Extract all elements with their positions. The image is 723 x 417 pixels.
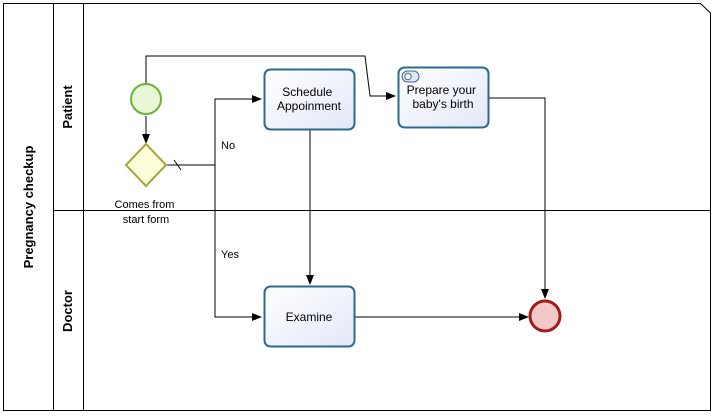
user-task-icon	[401, 70, 420, 83]
flow-start-to-prepare[interactable]	[145, 55, 396, 100]
start-event[interactable]	[130, 83, 162, 115]
task-examine[interactable]: Examine	[263, 285, 356, 348]
pool-border	[3, 3, 711, 411]
pool-label: Pregnancy checkup	[21, 146, 36, 269]
gateway-label: Comes from start form	[115, 199, 178, 226]
task-prepare-birth[interactable]: Prepare your baby's birth	[397, 66, 490, 129]
end-event[interactable]	[528, 299, 562, 333]
lane-label-doctor: Doctor	[60, 290, 75, 332]
task-schedule-label: Schedule Appoinment	[277, 85, 342, 113]
exclusive-gateway[interactable]	[124, 142, 168, 188]
task-prepare-label: Prepare your baby's birth	[407, 83, 480, 111]
flow-gateway-to-examine[interactable]	[214, 165, 262, 321]
flow-prepare-to-end[interactable]	[489, 97, 549, 299]
task-schedule-appointment[interactable]: Schedule Appoinment	[263, 68, 356, 131]
flow-label-no: No	[221, 140, 235, 152]
default-flow-slash	[173, 159, 182, 171]
lane-label-patient: Patient	[60, 85, 75, 129]
task-examine-label: Examine	[286, 310, 333, 324]
flow-gateway-to-schedule[interactable]	[166, 95, 262, 166]
flow-label-yes: Yes	[221, 249, 239, 261]
